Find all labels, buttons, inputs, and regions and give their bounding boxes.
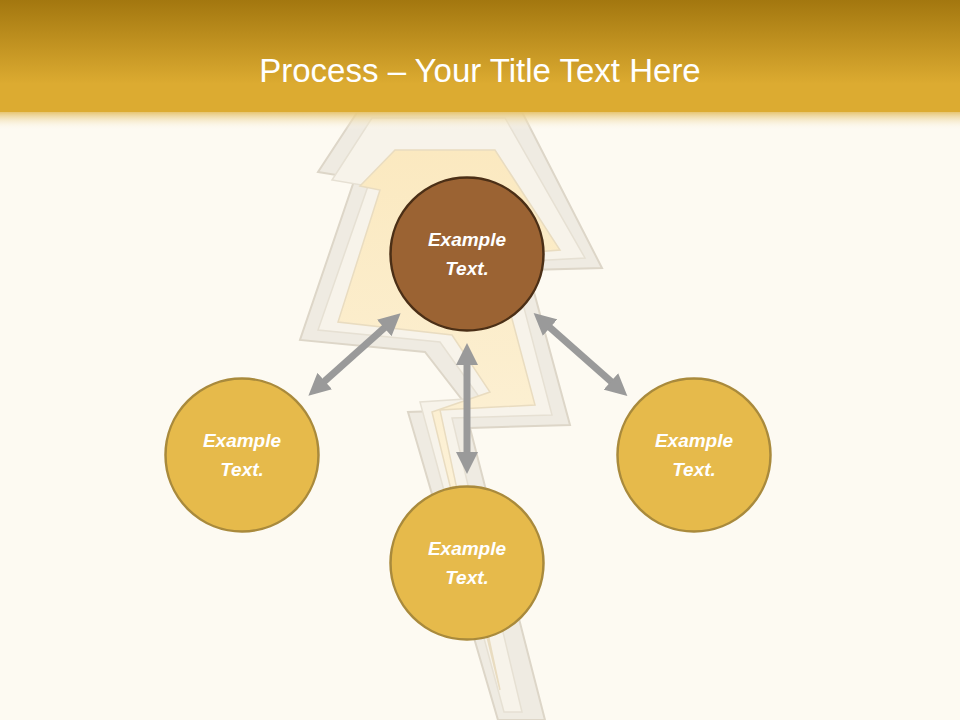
circle-outline xyxy=(618,379,771,532)
double-arrow xyxy=(464,354,471,463)
circle-outline xyxy=(391,178,544,331)
node-label: Example Text. xyxy=(411,225,523,283)
node-label: Example Text. xyxy=(186,426,298,484)
circle-outline xyxy=(391,487,544,640)
header-band xyxy=(0,0,960,112)
circle-shape xyxy=(389,176,545,332)
circle-shape xyxy=(389,485,545,641)
process-circle: Example Text. xyxy=(389,485,545,641)
circle-outline xyxy=(166,379,319,532)
double-arrow xyxy=(317,321,393,389)
circle-shape xyxy=(616,377,772,533)
node-label: Example Text. xyxy=(411,534,523,592)
slide-title: Process – Your Title Text Here xyxy=(0,52,960,90)
lightning-bolt xyxy=(300,108,602,720)
node-label: Example Text. xyxy=(638,426,750,484)
header-fade xyxy=(0,112,960,130)
process-circle: Example Text. xyxy=(616,377,772,533)
double-arrow xyxy=(542,320,619,388)
process-circle: Example Text. xyxy=(164,377,320,533)
process-circle: Example Text. xyxy=(389,176,545,332)
circle-shape xyxy=(164,377,320,533)
